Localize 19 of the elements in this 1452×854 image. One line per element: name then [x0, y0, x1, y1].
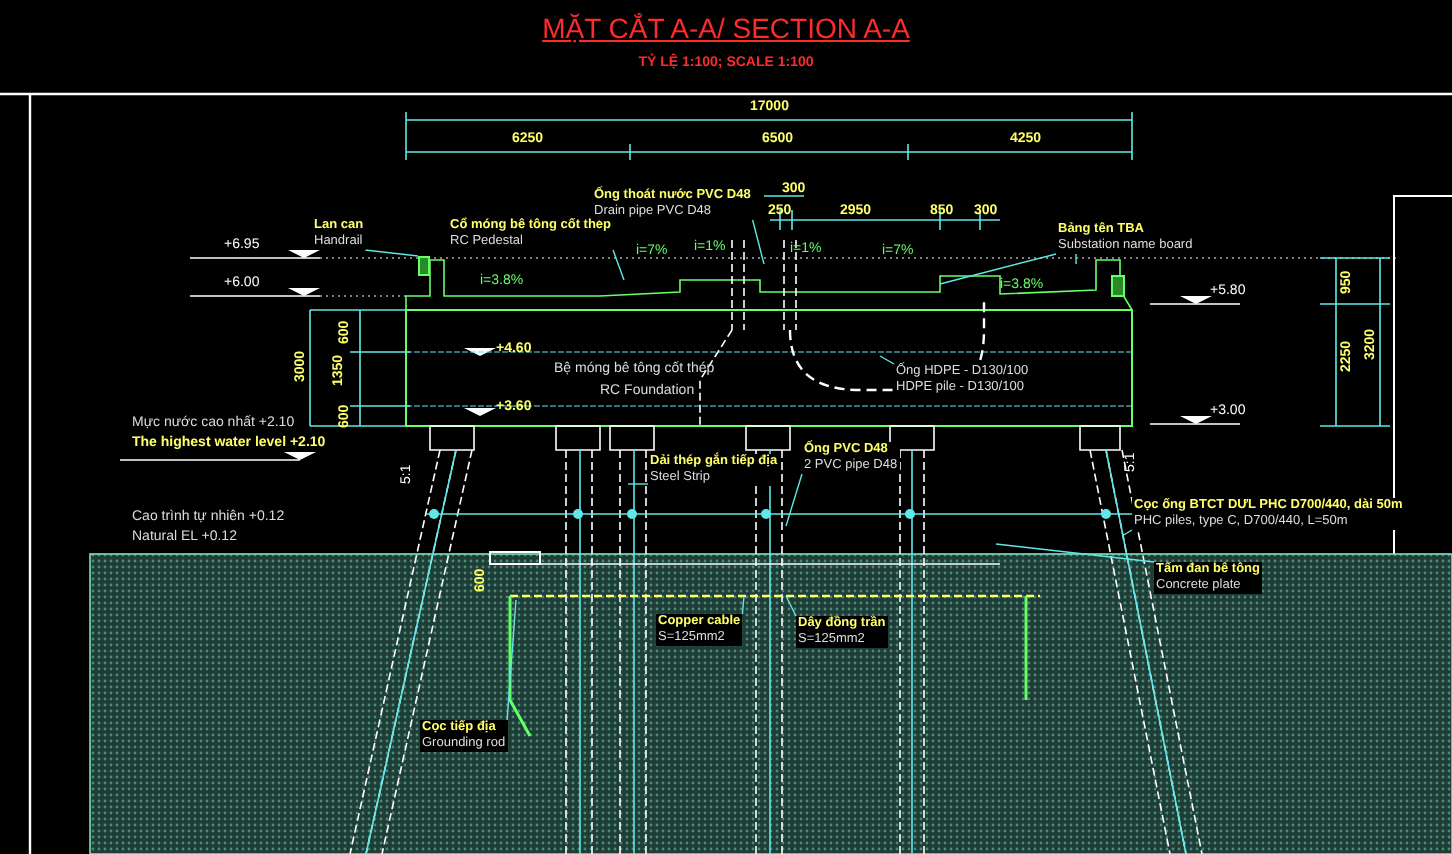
leader-line: [741, 595, 745, 615]
callout-label: [796, 616, 888, 648]
callout-label: [420, 720, 508, 752]
leader-line: [785, 473, 803, 527]
callout-label: [1154, 562, 1262, 594]
leader-line: [751, 219, 765, 265]
leader-line: [1121, 529, 1133, 537]
callout-label: [656, 614, 743, 646]
leader-line: [364, 249, 419, 257]
leader-line: [879, 355, 895, 365]
drawing-title: MẶT CẮT A-A/ SECTION A-A: [542, 12, 910, 44]
leader-line: [612, 249, 625, 281]
leader-line: [995, 543, 1155, 563]
leader-line: [506, 599, 517, 721]
leader-line: [939, 253, 1057, 285]
leader-line: [785, 595, 797, 617]
leader-line: [627, 483, 649, 485]
leader-line: [1075, 253, 1077, 265]
handrail-post: [418, 256, 430, 276]
